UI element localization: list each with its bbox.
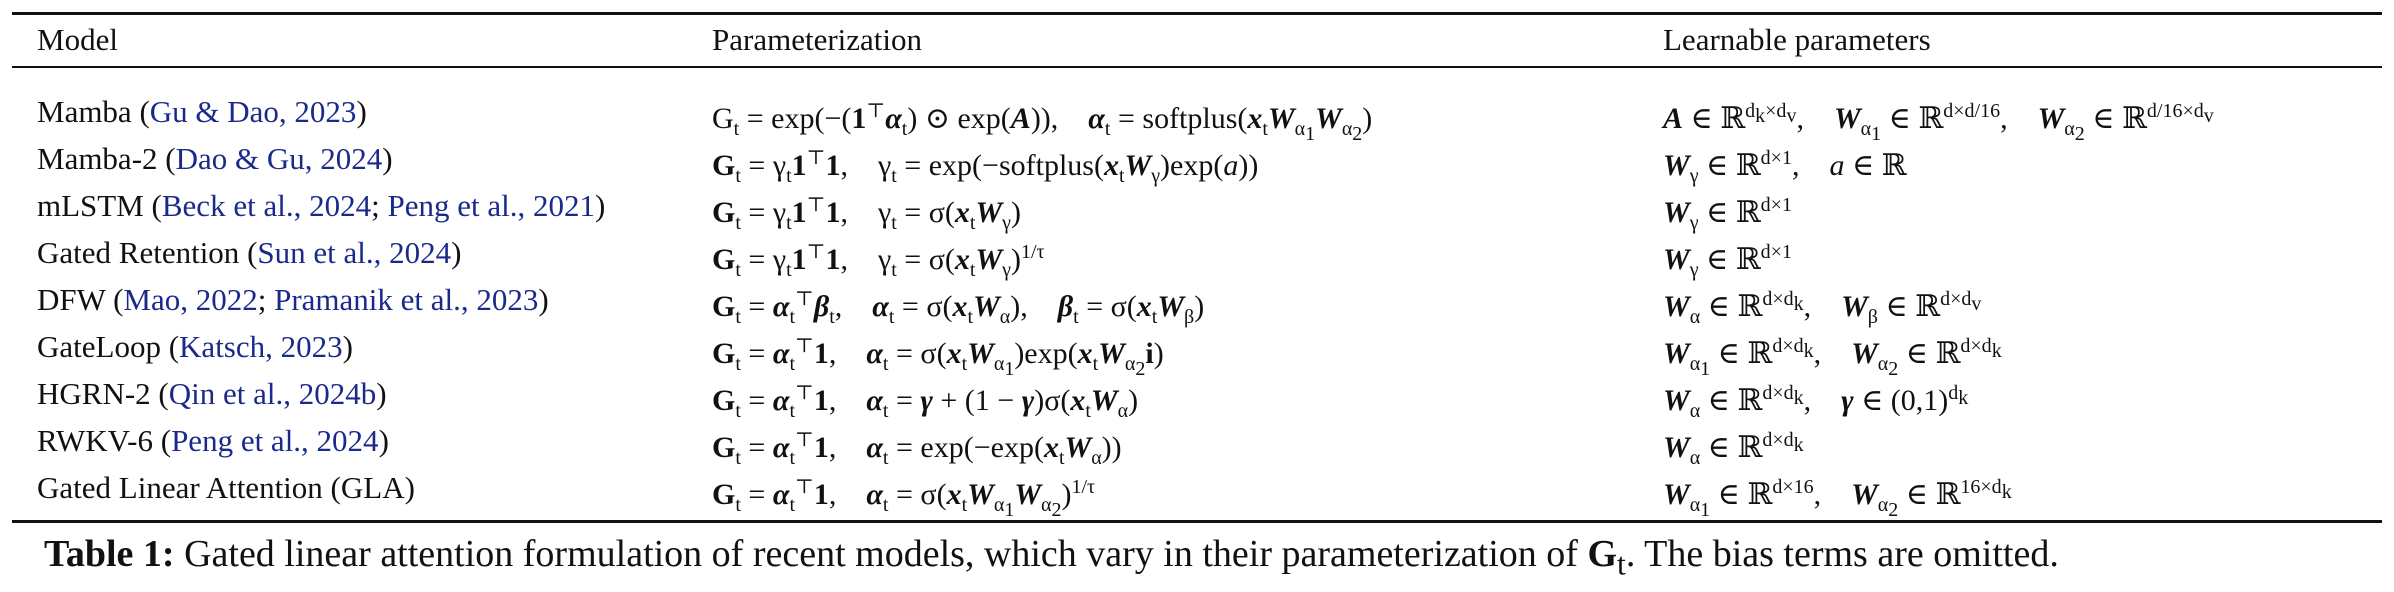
learnable-parameters-formula: A ∈ ℝdk×dv, Wα1 ∈ ℝd×d/16, Wα2 ∈ ℝd/16×d… bbox=[1663, 100, 2214, 145]
model-name-cell: Mamba-2 (Dao & Gu, 2024) bbox=[37, 141, 393, 176]
learnable-parameters-formula: Wα1 ∈ ℝd×16, Wα2 ∈ ℝ16×dk bbox=[1663, 476, 2012, 521]
model-name-cell: DFW (Mao, 2022; Pramanik et al., 2023) bbox=[37, 282, 549, 317]
parameterization-formula: Gt = αt⊤1, αt = σ(xtWα1Wα2)1/τ bbox=[712, 476, 1096, 521]
parameterization-formula: Gt = γt1⊤1, γt = exp(−softplus(xtWγ)exp(… bbox=[712, 147, 1259, 187]
learnable-parameters-formula: Wγ ∈ ℝd×1 bbox=[1663, 241, 1792, 281]
model-name: Mamba-2 bbox=[37, 141, 158, 176]
model-name-cell: Gated Retention (Sun et al., 2024) bbox=[37, 235, 462, 270]
header-rule bbox=[12, 66, 2382, 68]
parameterization-formula: Gt = exp(−(1⊤αt) ⊙ exp(A)), αt = softplu… bbox=[712, 100, 1373, 145]
model-name-cell: mLSTM (Beck et al., 2024; Peng et al., 2… bbox=[37, 188, 606, 223]
model-name-cell: Mamba (Gu & Dao, 2023) bbox=[37, 94, 367, 129]
model-name: DFW bbox=[37, 282, 106, 317]
table-row: DFW (Mao, 2022; Pramanik et al., 2023) Gt… bbox=[0, 276, 2394, 328]
model-name: HGRN-2 bbox=[37, 376, 151, 411]
model-name: mLSTM bbox=[37, 188, 144, 223]
bottom-rule bbox=[12, 520, 2382, 523]
model-name-cell: RWKV-6 (Peng et al., 2024) bbox=[37, 423, 389, 458]
header-parameterization: Parameterization bbox=[712, 22, 923, 57]
citation-link[interactable]: Gu & Dao, 2023 bbox=[149, 94, 357, 129]
learnable-parameters-formula: Wγ ∈ ℝd×1, a ∈ ℝ bbox=[1663, 147, 1907, 187]
model-name: Gated Linear Attention (GLA) bbox=[37, 470, 415, 505]
table-row: GateLoop (Katsch, 2023) Gt = αt⊤1, αt = σ… bbox=[0, 323, 2394, 380]
citation-link[interactable]: Qin et al., 2024b bbox=[168, 376, 377, 411]
caption-text: Gated linear attention formulation of re… bbox=[184, 533, 2059, 582]
top-rule bbox=[12, 12, 2382, 15]
learnable-parameters-formula: Wα ∈ ℝd×dk, Wβ ∈ ℝd×dv bbox=[1663, 288, 1982, 328]
parameterization-formula: Gt = γt1⊤1, γt = σ(xtWγ)1/τ bbox=[712, 241, 1045, 281]
table-row: Gated Retention (Sun et al., 2024) Gt = γ… bbox=[0, 229, 2394, 281]
citation-link[interactable]: Sun et al., 2024 bbox=[257, 235, 452, 270]
table-row: Gated Linear Attention (GLA) Gt = αt⊤1, α… bbox=[0, 464, 2394, 521]
citation-link[interactable]: Mao, 2022 bbox=[123, 282, 258, 317]
table-row: HGRN-2 (Qin et al., 2024b) Gt = αt⊤1, αt … bbox=[0, 370, 2394, 422]
citation-link[interactable]: Katsch, 2023 bbox=[179, 329, 343, 364]
parameterization-formula: Gt = αt⊤1, αt = γ + (1 − γ)σ(xtWα) bbox=[712, 382, 1139, 422]
table-row: RWKV-6 (Peng et al., 2024) Gt = αt⊤1, αt … bbox=[0, 417, 2394, 469]
learnable-parameters-formula: Wα ∈ ℝd×dk bbox=[1663, 429, 1804, 469]
citation-link[interactable]: Peng et al., 2024 bbox=[171, 423, 379, 458]
learnable-parameters-formula: Wα ∈ ℝd×dk, γ ∈ (0,1)dk bbox=[1663, 382, 1969, 422]
header-model: Model bbox=[37, 22, 118, 57]
citation-link[interactable]: Peng et al., 2021 bbox=[387, 188, 595, 223]
citation-link[interactable]: Beck et al., 2024 bbox=[161, 188, 372, 223]
model-name-cell: GateLoop (Katsch, 2023) bbox=[37, 329, 353, 364]
citation-link[interactable]: Dao & Gu, 2024 bbox=[175, 141, 383, 176]
learnable-parameters-formula: Wα1 ∈ ℝd×dk, Wα2 ∈ ℝd×dk bbox=[1663, 335, 2002, 380]
table-row: mLSTM (Beck et al., 2024; Peng et al., 2… bbox=[0, 182, 2394, 234]
parameterization-formula: Gt = αt⊤1, αt = exp(−exp(xtWα)) bbox=[712, 429, 1122, 469]
citation-link[interactable]: Pramanik et al., 2023 bbox=[274, 282, 539, 317]
parameterization-formula: Gt = αt⊤1, αt = σ(xtWα1)exp(xtWα2i) bbox=[712, 335, 1164, 380]
learnable-parameters-formula: Wγ ∈ ℝd×1 bbox=[1663, 194, 1792, 234]
caption-label: Table 1: bbox=[44, 533, 175, 575]
table-caption: Table 1: Gated linear attention formulat… bbox=[44, 527, 2059, 592]
model-name: Gated Retention bbox=[37, 235, 240, 270]
model-name-cell: HGRN-2 (Qin et al., 2024b) bbox=[37, 376, 387, 411]
parameterization-formula: Gt = αt⊤βt, αt = σ(xtWα), βt = σ(xtWβ) bbox=[712, 288, 1205, 328]
header-learnable-parameters: Learnable parameters bbox=[1663, 22, 1931, 57]
table-row: Mamba (Gu & Dao, 2023) Gt = exp(−(1⊤αt) ⊙… bbox=[0, 88, 2394, 145]
table-row: Mamba-2 (Dao & Gu, 2024) Gt = γt1⊤1, γt =… bbox=[0, 135, 2394, 187]
parameterization-formula: Gt = γt1⊤1, γt = σ(xtWγ) bbox=[712, 194, 1021, 234]
model-name: GateLoop bbox=[37, 329, 161, 364]
model-name-cell: Gated Linear Attention (GLA) bbox=[37, 464, 415, 511]
model-name: Mamba bbox=[37, 94, 132, 129]
model-name: RWKV-6 bbox=[37, 423, 153, 458]
